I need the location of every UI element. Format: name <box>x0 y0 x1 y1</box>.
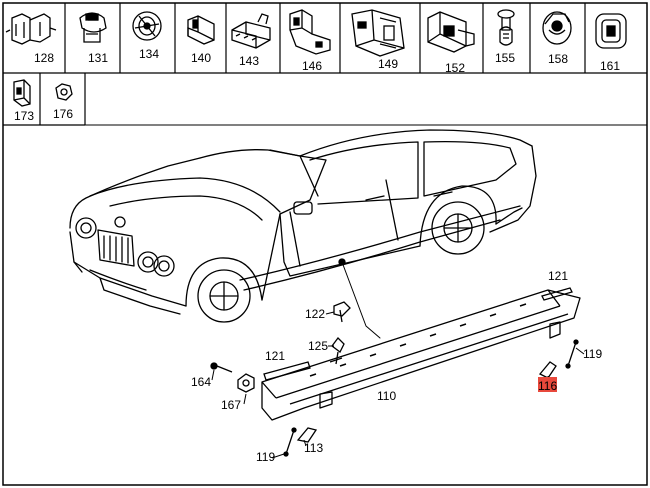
callout-164[interactable]: 164 <box>191 375 211 389</box>
rod-119-left <box>283 427 297 457</box>
car-illustration <box>69 129 537 339</box>
retainer-clip-icon[interactable] <box>13 79 31 107</box>
block-clip-icon[interactable] <box>427 11 475 53</box>
screw-164 <box>210 362 233 373</box>
highlight-116 <box>538 377 557 392</box>
part-number-131[interactable]: 131 <box>88 51 108 65</box>
sill-clips <box>309 303 527 377</box>
trim-strip-121-top <box>541 287 573 301</box>
callout-119-left[interactable]: 119 <box>256 450 275 464</box>
part-number-140[interactable]: 140 <box>191 51 211 65</box>
rod-119-right <box>565 339 579 369</box>
callout-167[interactable]: 167 <box>221 398 241 412</box>
part-numbers-row-1: 128 131 134 140 143 146 149 152 155 158 … <box>34 47 620 75</box>
part-number-146[interactable]: 146 <box>302 59 322 73</box>
part-number-152[interactable]: 152 <box>445 61 465 75</box>
callout-119-right[interactable]: 119 <box>583 347 602 361</box>
callout-121-top[interactable]: 121 <box>548 269 568 283</box>
callout-113[interactable]: 113 <box>304 441 323 455</box>
callout-116[interactable]: 116 <box>538 379 557 393</box>
callout-numbers: 121 122 125 121 164 167 110 116 119 119 … <box>191 269 602 464</box>
pad-113 <box>296 427 318 443</box>
clip-122 <box>333 301 351 323</box>
square-grommet-icon[interactable] <box>595 13 627 49</box>
clip-125 <box>329 337 345 365</box>
part-number-161[interactable]: 161 <box>600 59 620 73</box>
part-number-143[interactable]: 143 <box>239 54 259 68</box>
part-number-173[interactable]: 173 <box>14 109 34 123</box>
hook-clip-icon[interactable] <box>187 15 215 45</box>
part-number-149[interactable]: 149 <box>378 57 398 71</box>
double-clip-icon[interactable] <box>5 13 57 45</box>
part-grid-row-1 <box>39 3 586 125</box>
nut-167 <box>237 373 255 393</box>
trim-strip-121-left <box>263 361 311 381</box>
sill-panel <box>261 289 581 421</box>
part-number-176[interactable]: 176 <box>53 107 73 121</box>
callout-121-left[interactable]: 121 <box>265 349 285 363</box>
callout-125[interactable]: 125 <box>308 339 328 353</box>
part-number-134[interactable]: 134 <box>139 47 159 61</box>
spring-clip-icon[interactable] <box>79 12 107 43</box>
part-number-128[interactable]: 128 <box>34 51 54 65</box>
part-number-158[interactable]: 158 <box>548 52 568 66</box>
bracket-clip-icon[interactable] <box>289 9 331 55</box>
pad-116 <box>538 361 557 379</box>
nut-icon[interactable] <box>55 83 73 101</box>
push-rivet-icon[interactable] <box>497 9 515 46</box>
cap-nut-icon[interactable] <box>542 11 572 45</box>
fir-tree-clip-icon[interactable] <box>351 9 405 57</box>
callout-122[interactable]: 122 <box>305 307 325 321</box>
part-number-155[interactable]: 155 <box>495 51 515 65</box>
rail-clip-icon[interactable] <box>231 13 271 49</box>
part-numbers-row-2: 173 176 <box>14 107 73 123</box>
callout-110[interactable]: 110 <box>377 389 396 403</box>
round-grommet-icon[interactable] <box>132 11 162 41</box>
